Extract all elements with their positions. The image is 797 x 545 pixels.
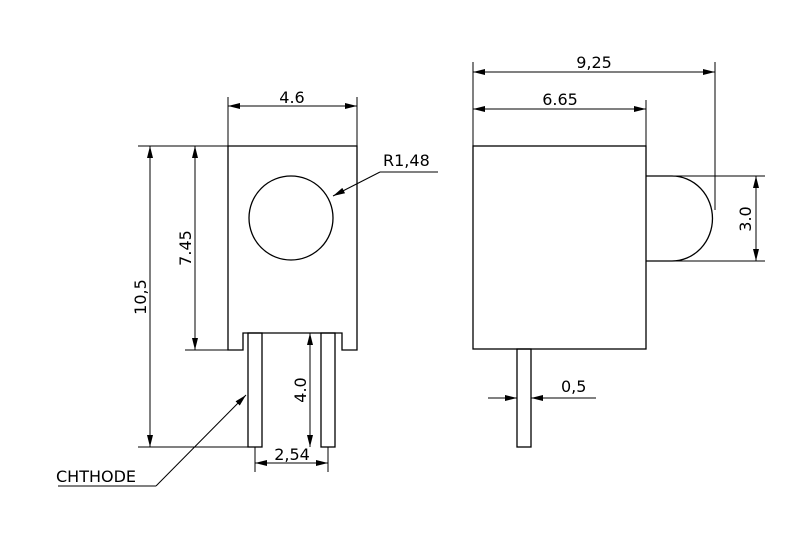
side-view <box>472 145 714 448</box>
dim-front-width: 4.6 <box>227 88 358 146</box>
dim-front-width-label: 4.6 <box>279 88 304 107</box>
dim-total-height-label: 10,5 <box>131 279 150 315</box>
dim-body-height-label: 7.45 <box>176 230 195 266</box>
dim-hole-radius-label: R1,48 <box>383 151 430 170</box>
side-lens-dome <box>646 175 714 262</box>
front-view <box>227 145 358 448</box>
dim-side-body-length: 6.65 <box>473 90 647 146</box>
dim-body-height: 7.45 <box>176 146 228 351</box>
dim-total-height: 10,5 <box>131 145 248 448</box>
dim-lens-diameter: 3.0 <box>672 175 765 262</box>
dim-side-body-length-label: 6.65 <box>542 90 578 109</box>
dim-lead-length-label: 4.0 <box>291 377 310 402</box>
cathode-label: CHTHODE <box>56 467 136 486</box>
dim-lens-diameter-label: 3.0 <box>736 206 755 231</box>
lead-right <box>320 332 336 448</box>
side-body <box>472 145 647 350</box>
dim-lead-thickness: 0,5 <box>488 377 596 401</box>
dim-side-total-length: 9,25 <box>472 53 716 210</box>
dim-lead-pitch: 2,54 <box>254 445 329 472</box>
dim-lead-thickness-label: 0,5 <box>561 377 586 396</box>
cathode-callout: CHTHODE <box>56 394 247 487</box>
dim-side-total-length-label: 9,25 <box>576 53 612 72</box>
dim-lead-pitch-label: 2,54 <box>274 445 310 464</box>
front-body-outline <box>227 145 358 351</box>
side-lead <box>516 348 532 448</box>
lens-hole <box>248 175 334 261</box>
dim-lead-length: 4.0 <box>291 333 313 447</box>
lead-left <box>247 332 263 448</box>
dim-hole-radius: R1,48 <box>332 151 438 197</box>
